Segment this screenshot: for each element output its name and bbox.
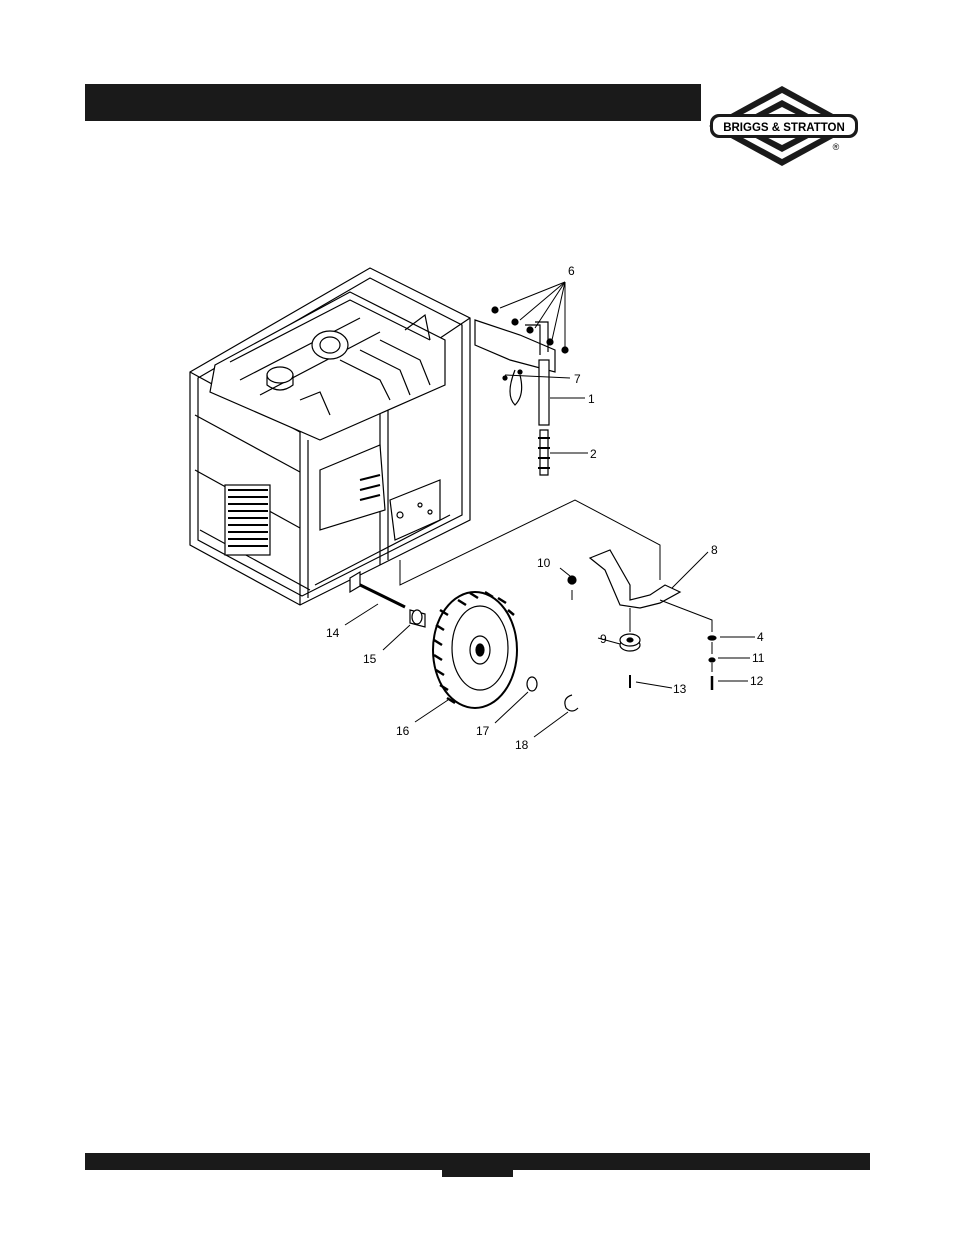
callout-2: 2	[590, 447, 597, 461]
callout-12: 12	[750, 674, 764, 688]
callout-6: 6	[568, 264, 575, 278]
callout-7: 7	[574, 372, 581, 386]
callout-14: 14	[326, 626, 340, 640]
footer-bar-left	[85, 1153, 442, 1170]
callout-18: 18	[515, 738, 529, 752]
foot-assembly	[568, 550, 716, 690]
page-number-tab	[442, 1153, 513, 1177]
callout-16: 16	[396, 724, 410, 738]
header-bar	[85, 84, 701, 121]
callout-8: 8	[711, 543, 718, 557]
callout-1: 1	[588, 392, 595, 406]
callout-4: 4	[757, 630, 764, 644]
briggs-stratton-logo: BRIGGS & STRATTON ®	[705, 84, 860, 168]
exploded-parts-diagram: 6 7 1 2 8 10 9 4 11 12 13 14 15 16 17 18	[180, 255, 800, 765]
wheel-assembly	[350, 572, 578, 711]
callout-15: 15	[363, 652, 377, 666]
brand-name: BRIGGS & STRATTON	[723, 122, 845, 134]
callout-10: 10	[537, 556, 551, 570]
callout-11: 11	[752, 651, 765, 665]
callout-9: 9	[600, 632, 607, 646]
callout-13: 13	[673, 682, 687, 696]
footer-bar-right	[513, 1153, 870, 1170]
registered-mark: ®	[833, 142, 840, 152]
callout-17: 17	[476, 724, 490, 738]
